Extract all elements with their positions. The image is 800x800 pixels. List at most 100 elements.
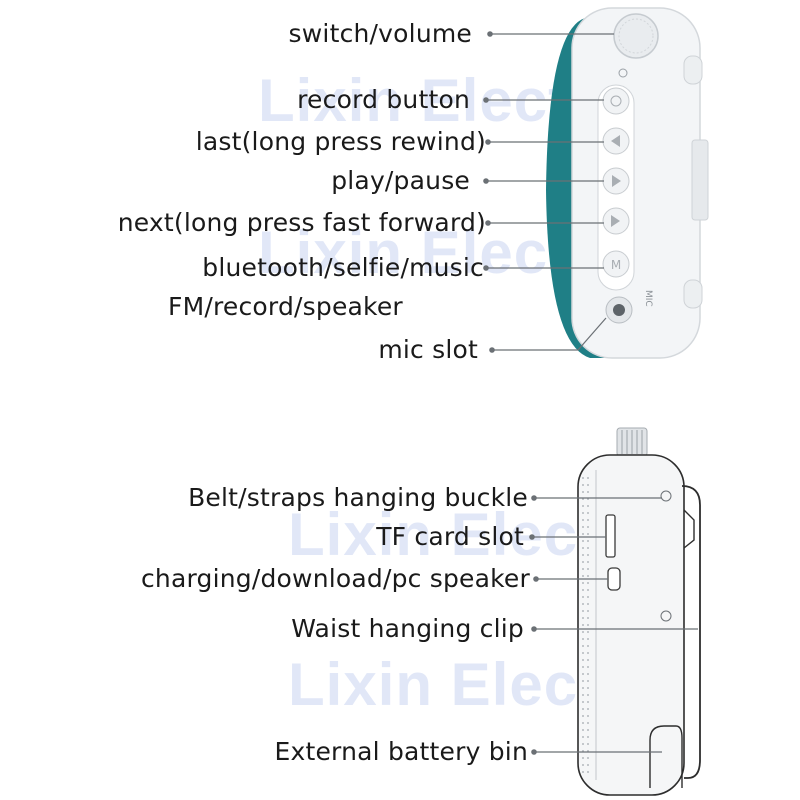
grille-dot <box>582 624 584 626</box>
grille-dot <box>582 638 584 640</box>
screw-lower <box>660 610 672 622</box>
grille-dot <box>582 554 584 556</box>
leader-dot-mic <box>489 347 495 353</box>
grille-dot <box>587 757 589 759</box>
label-mic-slot: mic slot <box>378 335 478 364</box>
grille-dot <box>587 519 589 521</box>
grille-dot <box>582 701 584 703</box>
grille-dot <box>587 764 589 766</box>
grille-dot <box>582 582 584 584</box>
screw-upper <box>660 490 672 502</box>
label-play-pause: play/pause <box>331 166 470 195</box>
grille-dot <box>582 603 584 605</box>
grille-dot <box>587 645 589 647</box>
grille-dot <box>582 757 584 759</box>
power-icon <box>618 68 628 78</box>
volume-knob-grip <box>618 18 654 54</box>
side-tab-upper <box>683 55 703 85</box>
grille-dot <box>582 645 584 647</box>
usb-port-shape <box>607 567 621 591</box>
grille-dot <box>587 771 589 773</box>
waist-clip-shape <box>681 485 701 779</box>
grille-dot <box>582 519 584 521</box>
grille-dot <box>587 596 589 598</box>
grille-dot <box>582 512 584 514</box>
leader-dot-mode <box>483 265 489 271</box>
label-battery-bin: External battery bin <box>274 737 528 766</box>
label-tf-card-slot: TF card slot <box>376 522 524 551</box>
grille-dot <box>587 582 589 584</box>
grille-dot <box>587 722 589 724</box>
grille-dot <box>587 680 589 682</box>
leader-dot-usb <box>533 576 539 582</box>
battery-bin-shape <box>649 725 683 788</box>
grille-dot <box>587 743 589 745</box>
side-leader-lines <box>529 495 698 755</box>
mode-icon: M <box>611 258 621 272</box>
grille-dot <box>587 526 589 528</box>
grille-dot <box>587 652 589 654</box>
grille-dot <box>582 666 584 668</box>
grille-dot <box>582 687 584 689</box>
leader-dot-next <box>485 220 491 226</box>
label-waist-clip: Waist hanging clip <box>291 614 524 643</box>
grille-dot <box>587 533 589 535</box>
mic-jack-hole <box>613 304 625 316</box>
grille-dot <box>582 743 584 745</box>
fast-forward-icon <box>611 215 620 227</box>
label-switch-volume: switch/volume <box>288 19 472 48</box>
grille-dot <box>582 680 584 682</box>
grille-dot <box>587 547 589 549</box>
grille-dot <box>582 526 584 528</box>
mode-button-shape <box>602 250 630 278</box>
volume-knob <box>613 13 659 59</box>
grille-dot <box>582 561 584 563</box>
grille-dot <box>582 533 584 535</box>
grille-dot <box>587 477 589 479</box>
grille-dot <box>582 491 584 493</box>
grille-dot <box>587 589 589 591</box>
grille-dot <box>587 554 589 556</box>
grille-dot <box>587 701 589 703</box>
grille-dot <box>582 589 584 591</box>
grille-dot <box>587 568 589 570</box>
leader-dot-clip <box>531 626 537 632</box>
grille-dot <box>582 631 584 633</box>
side-body <box>577 454 685 796</box>
side-texture <box>582 477 589 773</box>
grille-dot <box>582 477 584 479</box>
grille-dot <box>587 491 589 493</box>
grille-dot <box>582 659 584 661</box>
grille-dot <box>587 638 589 640</box>
grille-dot <box>587 484 589 486</box>
leader-dot-switch-volume <box>487 31 493 37</box>
grille-dot <box>587 666 589 668</box>
play-pause-icon <box>612 175 621 187</box>
label-belt-buckle: Belt/straps hanging buckle <box>188 483 528 512</box>
grille-dot <box>587 736 589 738</box>
grille-dot <box>587 624 589 626</box>
grille-dot <box>582 540 584 542</box>
label-charging-port: charging/download/pc speaker <box>140 564 530 593</box>
leader-dot-play <box>483 178 489 184</box>
record-button-shape <box>602 87 630 115</box>
grille-dot <box>587 617 589 619</box>
device-body <box>571 7 701 359</box>
top-leader-lines <box>483 31 614 353</box>
grille-dot <box>582 575 584 577</box>
grille-dot <box>587 561 589 563</box>
grille-dot <box>587 708 589 710</box>
record-icon <box>610 95 622 107</box>
buckle-shape <box>683 509 695 549</box>
grille-dot <box>582 764 584 766</box>
grille-dot <box>582 617 584 619</box>
grille-dot <box>587 540 589 542</box>
leader-dot-last <box>485 139 491 145</box>
label-next: next(long press fast forward) <box>117 208 486 237</box>
grille-dot <box>587 687 589 689</box>
grille-dot <box>587 673 589 675</box>
grille-dot <box>587 659 589 661</box>
side-device <box>577 427 701 796</box>
grille-dot <box>587 715 589 717</box>
